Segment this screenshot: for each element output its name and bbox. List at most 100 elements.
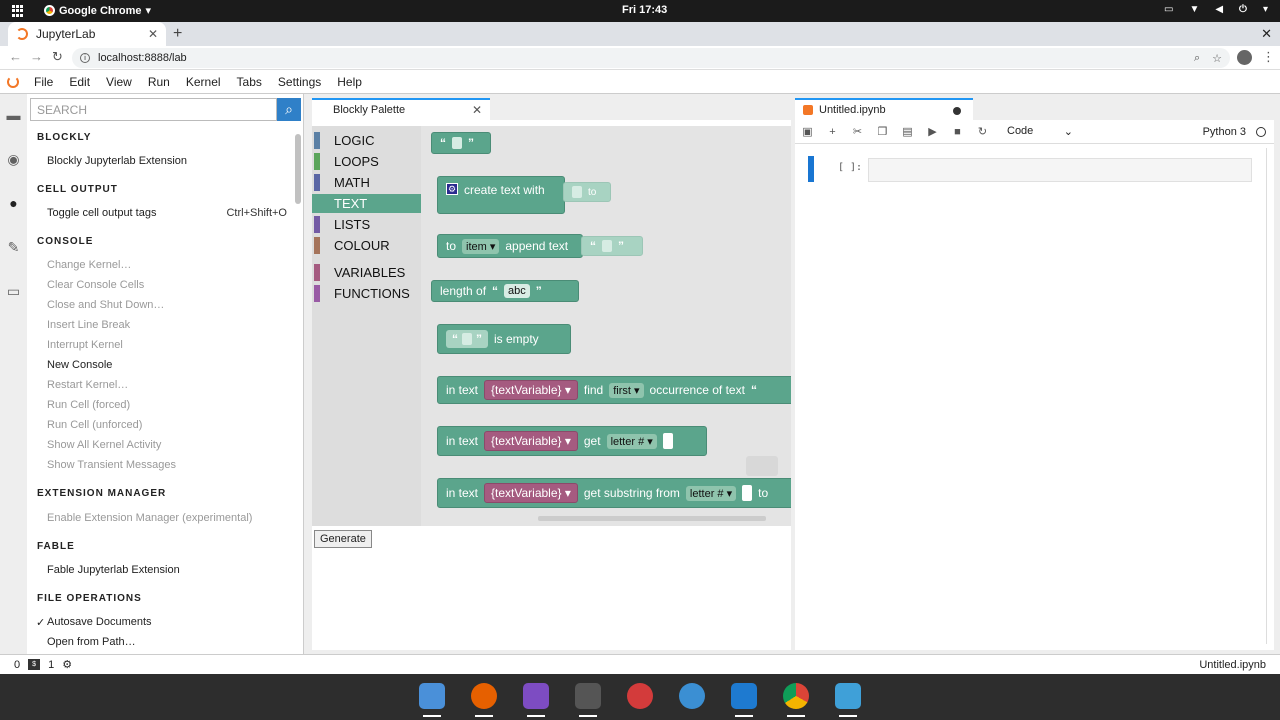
- variable-dropdown[interactable]: item ▾: [462, 238, 500, 254]
- kernel-count[interactable]: 0: [14, 658, 21, 671]
- command-item[interactable]: New Console: [47, 359, 287, 371]
- back-icon[interactable]: ←: [9, 49, 22, 64]
- profile-avatar[interactable]: [1237, 50, 1252, 65]
- terminal-icon[interactable]: $: [28, 659, 41, 670]
- timeshift-icon[interactable]: [627, 683, 653, 709]
- running-icon[interactable]: ◉: [7, 151, 20, 167]
- toolbox-variables[interactable]: VARIABLES: [312, 263, 421, 282]
- command-item[interactable]: Insert Line Break: [47, 319, 287, 331]
- notebook-scrollbar[interactable]: [1266, 148, 1272, 644]
- system-tray[interactable]: ▭ ▼ ◀ ⏻ ▾: [1164, 4, 1268, 15]
- blockly-workspace[interactable]: LOGIC LOOPS MATH TEXT LISTS COLOUR VARIA…: [312, 126, 791, 526]
- save-icon[interactable]: ▣: [802, 126, 813, 138]
- toolbox-text[interactable]: TEXT: [312, 194, 421, 213]
- code-cell[interactable]: [ ]:: [808, 156, 1254, 182]
- block-get-substring[interactable]: in text {textVariable} ▾ get substring f…: [437, 478, 791, 508]
- toolbox-functions[interactable]: FUNCTIONS: [312, 284, 421, 303]
- command-item[interactable]: Close and Shut Down…: [47, 299, 287, 311]
- cell-input[interactable]: [868, 158, 1252, 182]
- command-item[interactable]: Interrupt Kernel: [47, 339, 287, 351]
- block-text-literal[interactable]: “”: [431, 132, 491, 154]
- search-icon[interactable]: ⌕: [277, 98, 301, 121]
- files-icon[interactable]: [523, 683, 549, 717]
- stop-icon[interactable]: ■: [954, 125, 961, 138]
- command-item[interactable]: Run Cell (unforced): [47, 419, 287, 431]
- block-find-occurrence[interactable]: in text {textVariable} ▾ find first ▾ oc…: [437, 376, 791, 404]
- command-item[interactable]: Clear Console Cells: [47, 279, 287, 291]
- forward-icon[interactable]: →: [30, 49, 43, 64]
- menu-view[interactable]: View: [106, 74, 132, 89]
- trash-icon[interactable]: [746, 456, 778, 476]
- command-item[interactable]: Enable Extension Manager (experimental): [47, 512, 287, 524]
- block-length-of[interactable]: length of “ abc ”: [431, 280, 579, 302]
- more-menu-icon[interactable]: ⋮: [1262, 49, 1275, 64]
- find-dropdown[interactable]: first ▾: [609, 382, 644, 398]
- add-cell-icon[interactable]: +: [829, 125, 836, 138]
- close-icon[interactable]: ✕: [471, 103, 482, 117]
- command-item[interactable]: Open from Path…: [47, 636, 287, 648]
- block-append-text[interactable]: to item ▾ append text: [437, 234, 583, 258]
- toolbox-colour[interactable]: COLOUR: [312, 236, 421, 255]
- menu-help[interactable]: Help: [337, 74, 362, 89]
- block-is-empty[interactable]: “” is empty: [437, 324, 571, 354]
- text-slot[interactable]: [452, 137, 462, 149]
- browser-tab[interactable]: JupyterLab ✕: [8, 22, 166, 46]
- clock[interactable]: Fri 17:43: [622, 4, 668, 16]
- block-get-letter[interactable]: in text {textVariable} ▾ get letter # ▾: [437, 426, 707, 456]
- sync-icon[interactable]: [679, 683, 705, 709]
- toolbox-logic[interactable]: LOGIC: [312, 131, 421, 150]
- tab-blockly-palette[interactable]: Blockly Palette ✕: [312, 98, 490, 120]
- menu-settings[interactable]: Settings: [277, 74, 322, 89]
- command-item[interactable]: Change Kernel…: [47, 259, 287, 271]
- chrome-app-icon[interactable]: [783, 683, 809, 717]
- menu-file[interactable]: File: [34, 74, 54, 89]
- text-field[interactable]: abc: [504, 284, 530, 298]
- command-item[interactable]: Show Transient Messages: [47, 459, 287, 471]
- info-icon[interactable]: i: [80, 53, 90, 63]
- generate-button[interactable]: Generate: [314, 530, 372, 548]
- quote-app-icon[interactable]: [835, 683, 861, 717]
- variable-block[interactable]: {textVariable} ▾: [484, 431, 578, 451]
- wifi-icon[interactable]: ▼: [1189, 4, 1200, 15]
- address-bar[interactable]: i localhost:8888/lab ⌕ ☆: [72, 48, 1230, 68]
- cut-icon[interactable]: ✂: [852, 126, 863, 138]
- paste-icon[interactable]: ▤: [902, 126, 913, 138]
- menu-tabs[interactable]: Tabs: [236, 74, 262, 89]
- kernel-indicator[interactable]: Python 3: [1203, 126, 1266, 138]
- app-menu[interactable]: Google Chrome ▾: [44, 4, 151, 17]
- new-tab-icon[interactable]: +: [173, 25, 183, 42]
- command-item[interactable]: ✓Autosave Documents: [36, 616, 287, 629]
- mail-icon[interactable]: [419, 683, 445, 717]
- power-icon[interactable]: ⏻: [1239, 4, 1247, 15]
- zoom-icon[interactable]: ⌕: [1193, 51, 1201, 64]
- sidebar-scrollbar[interactable]: [295, 134, 301, 204]
- app-grid-icon[interactable]: [12, 5, 24, 17]
- window-close-icon[interactable]: ✕: [1261, 26, 1272, 41]
- variable-block[interactable]: {textVariable} ▾: [484, 483, 578, 503]
- caret-down-icon[interactable]: ▾: [1262, 4, 1268, 15]
- run-icon[interactable]: ▶: [928, 126, 937, 138]
- menu-kernel[interactable]: Kernel: [185, 74, 221, 89]
- variable-block[interactable]: {textVariable} ▾: [484, 380, 578, 400]
- vscode-icon[interactable]: [731, 683, 757, 717]
- workspace-scrollbar[interactable]: [538, 516, 766, 521]
- volume-icon[interactable]: ◀: [1215, 4, 1224, 15]
- text-input-slot[interactable]: “”: [446, 330, 488, 348]
- reload-icon[interactable]: ↻: [52, 49, 63, 64]
- number-slot[interactable]: [742, 485, 753, 501]
- command-item[interactable]: Blockly Jupyterlab Extension: [47, 155, 287, 167]
- close-icon[interactable]: ✕: [147, 27, 158, 41]
- bookmark-star-icon[interactable]: ☆: [1212, 52, 1222, 65]
- toolbox-loops[interactable]: LOOPS: [312, 152, 421, 171]
- camera-icon[interactable]: ▭: [1163, 4, 1174, 15]
- folder-icon[interactable]: ▬: [6, 107, 21, 123]
- restart-icon[interactable]: ↻: [977, 126, 988, 138]
- block-create-text-with[interactable]: ⚙ create text with: [437, 176, 565, 214]
- menu-edit[interactable]: Edit: [69, 74, 91, 89]
- terminal-app-icon[interactable]: [575, 683, 601, 717]
- firefox-icon[interactable]: [471, 683, 497, 717]
- command-item[interactable]: Restart Kernel…: [47, 379, 287, 391]
- command-item[interactable]: Run Cell (forced): [47, 399, 287, 411]
- command-item[interactable]: Fable Jupyterlab Extension: [47, 564, 287, 576]
